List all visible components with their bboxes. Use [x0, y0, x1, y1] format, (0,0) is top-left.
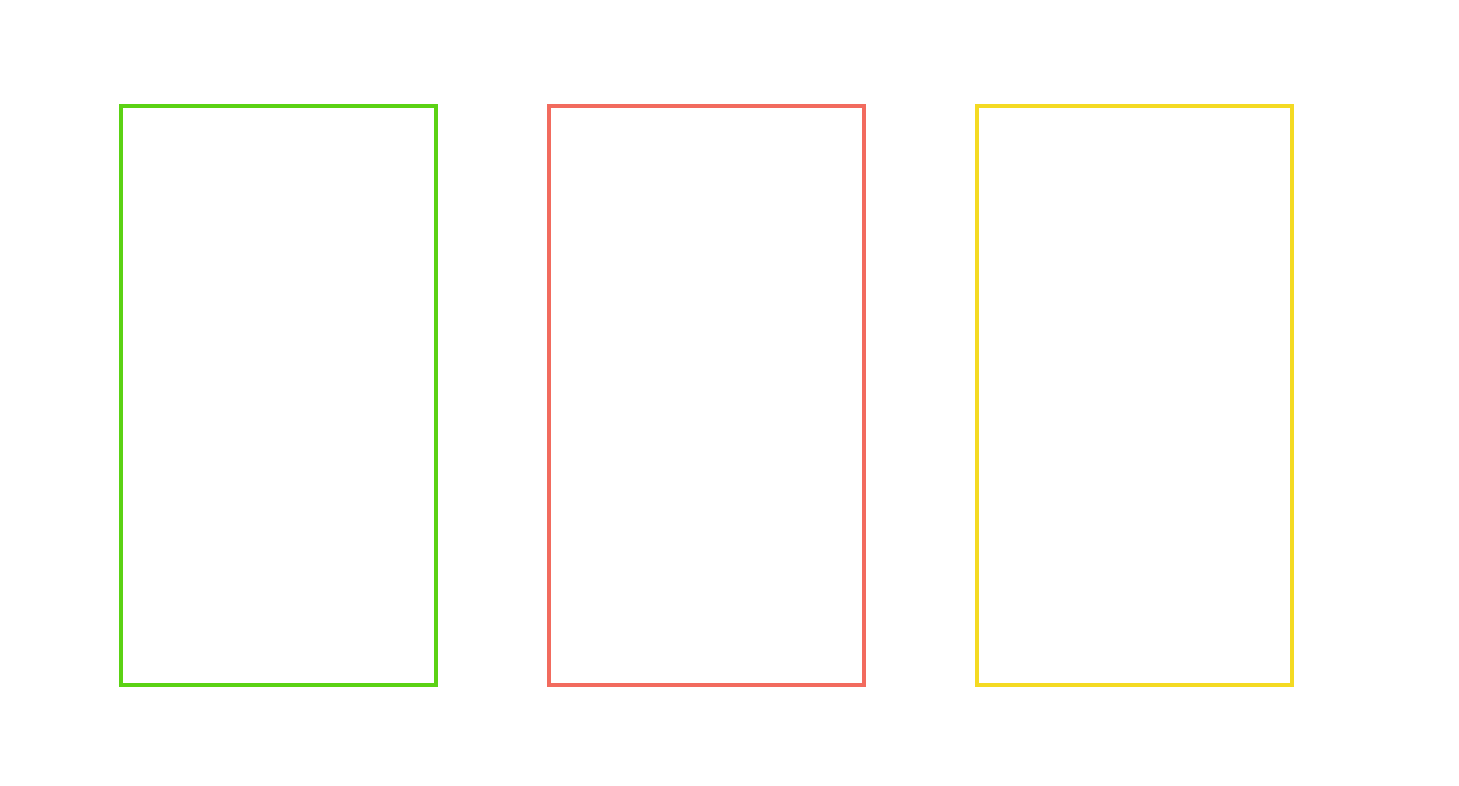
yellow-outlined-panel[interactable]: [975, 104, 1294, 687]
green-outlined-panel[interactable]: [119, 104, 438, 687]
red-outlined-panel[interactable]: [547, 104, 866, 687]
